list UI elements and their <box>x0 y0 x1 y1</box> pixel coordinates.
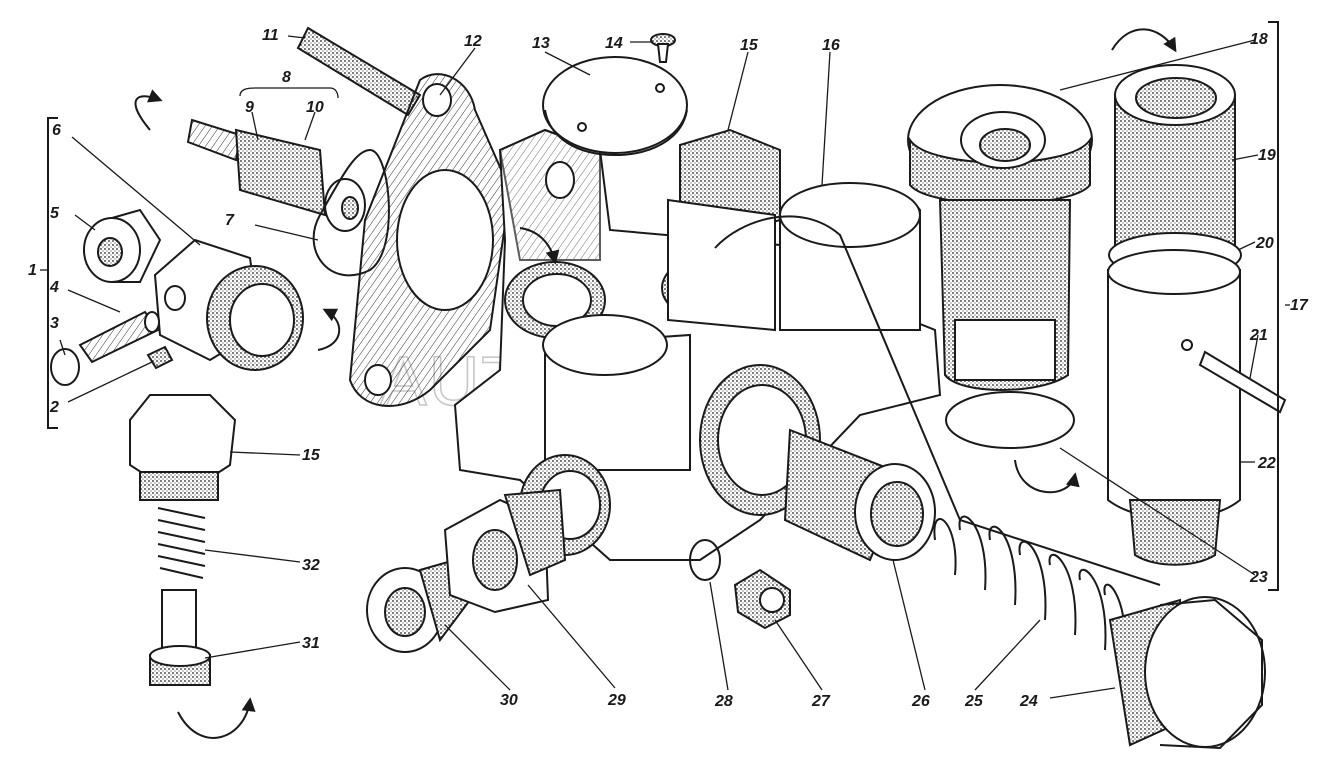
leader-lines <box>40 35 1290 699</box>
label-1: 1 <box>28 262 37 279</box>
label-25: 25 <box>964 693 984 710</box>
label-22: 22 <box>1257 455 1276 472</box>
label-11: 11 <box>262 27 279 44</box>
part-27-nut <box>733 568 791 630</box>
part-14-screw <box>650 33 676 63</box>
label-27: 27 <box>811 693 831 710</box>
part-25-spring <box>933 515 1127 661</box>
label-28: 28 <box>714 693 733 710</box>
part-16-piston <box>938 199 1072 391</box>
label-9: 9 <box>245 99 254 116</box>
label-17: 17 <box>1290 297 1309 314</box>
part-12-flange-gasket <box>348 73 512 407</box>
label-4: 4 <box>49 279 59 296</box>
part-28-washer <box>689 539 721 581</box>
part-21-pin <box>1198 350 1287 414</box>
part-2-pin <box>146 345 174 370</box>
label-8: 8 <box>282 69 291 86</box>
label-12: 12 <box>464 33 482 50</box>
label-29: 29 <box>607 692 626 709</box>
part-32-spring <box>157 507 206 579</box>
label-24: 24 <box>1019 693 1038 710</box>
part-4-pin <box>78 310 160 364</box>
label-10: 10 <box>306 99 324 116</box>
part-5-bushing <box>83 208 162 283</box>
label-3: 3 <box>50 315 59 332</box>
label-15-top: 15 <box>740 37 759 54</box>
label-19: 19 <box>1258 147 1276 164</box>
label-16: 16 <box>822 37 840 54</box>
label-20: 20 <box>1255 235 1274 252</box>
part-22-body <box>1107 249 1241 566</box>
label-26: 26 <box>911 693 930 710</box>
part-18-cap <box>907 84 1093 205</box>
label-32: 32 <box>302 557 320 574</box>
part-15-plug <box>129 394 237 501</box>
label-18: 18 <box>1250 31 1268 48</box>
part-group-1 <box>47 89 341 429</box>
label-23: 23 <box>1249 569 1268 586</box>
label-31: 31 <box>302 635 320 652</box>
part-13-cover <box>542 56 688 157</box>
label-21: 21 <box>1249 327 1268 344</box>
label-6: 6 <box>52 122 61 139</box>
part-26-sleeve <box>783 428 936 562</box>
label-15-bottom: 15 <box>302 447 321 464</box>
label-13: 13 <box>532 35 550 52</box>
part-31-valve <box>149 589 211 686</box>
label-2: 2 <box>49 399 59 416</box>
part-23-o-ring <box>945 391 1075 449</box>
part-6-housing <box>153 238 304 371</box>
part-19-sleeve <box>1114 64 1236 246</box>
part-24-plug <box>1108 596 1266 750</box>
label-5: 5 <box>50 205 60 222</box>
part-8-valve <box>186 87 366 232</box>
label-7: 7 <box>225 212 235 229</box>
part-3-ring <box>50 348 80 386</box>
label-14: 14 <box>605 35 623 52</box>
label-30: 30 <box>500 692 518 709</box>
part-29-nut <box>443 488 567 614</box>
part-labels: 1 2 3 4 5 6 7 8 9 10 11 12 13 14 15 16 1… <box>28 27 1309 710</box>
